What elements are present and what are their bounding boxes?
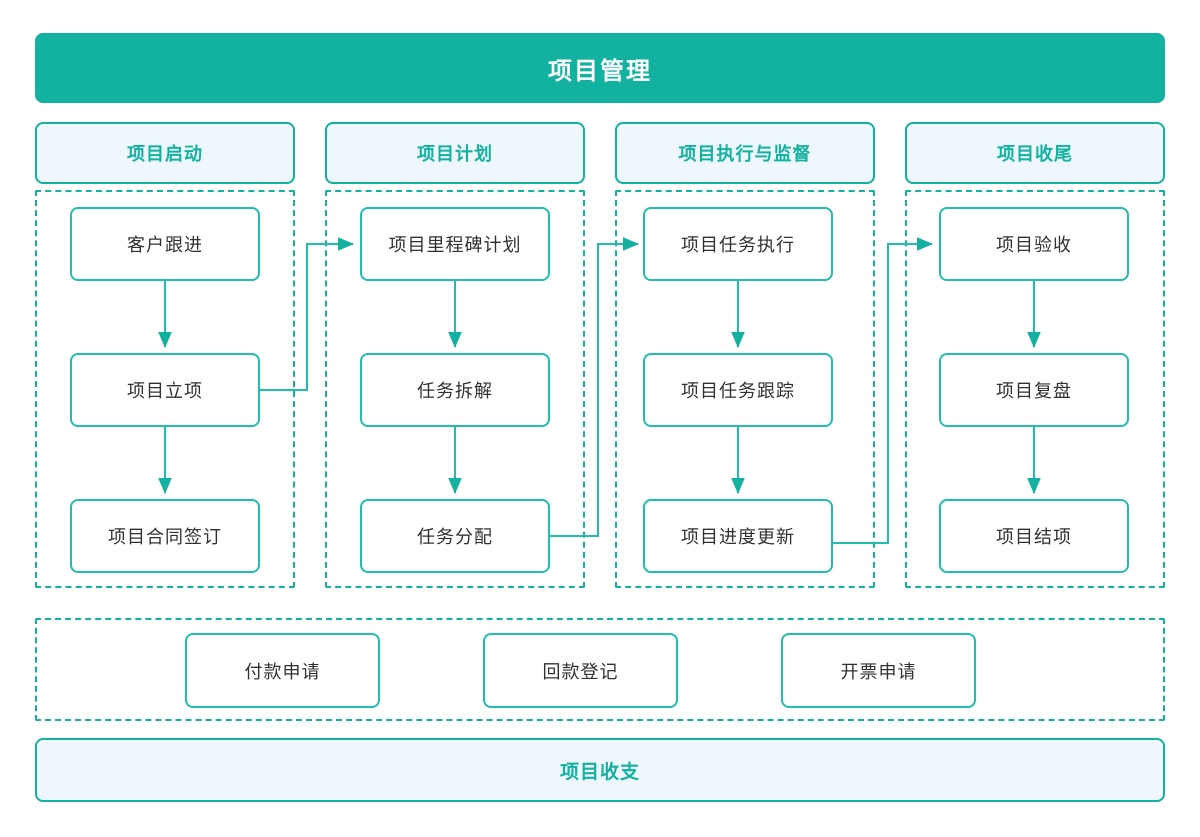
node-label: 任务拆解	[417, 381, 493, 401]
node-label: 开票申请	[840, 661, 917, 682]
payments-container	[35, 618, 1165, 721]
phase-header-closure[interactable]: 项目收尾	[905, 122, 1165, 184]
node-receipt-registration[interactable]: 回款登记	[483, 633, 678, 708]
phase-header-planning[interactable]: 项目计划	[325, 122, 585, 184]
node-label: 任务分配	[417, 527, 493, 547]
node-milestone-plan[interactable]: 项目里程碑计划	[360, 207, 550, 281]
node-task-assignment[interactable]: 任务分配	[360, 499, 550, 573]
phase-header-execution[interactable]: 项目执行与监督	[615, 122, 875, 184]
node-label: 项目立项	[127, 381, 203, 401]
phase-header-label: 项目收尾	[997, 144, 1073, 164]
phase-header-label: 项目启动	[127, 144, 203, 164]
node-label: 客户跟进	[127, 235, 203, 255]
project-finance-bar[interactable]: 项目收支	[35, 738, 1165, 802]
node-label: 项目任务跟踪	[681, 381, 795, 401]
node-label: 项目验收	[996, 235, 1072, 255]
node-label: 回款登记	[542, 661, 619, 682]
node-label: 项目里程碑计划	[388, 235, 522, 255]
node-label: 项目任务执行	[681, 235, 795, 255]
node-progress-update[interactable]: 项目进度更新	[643, 499, 833, 573]
node-label: 项目合同签订	[108, 527, 222, 547]
diagram-title: 项目管理	[548, 57, 652, 85]
node-customer-followup[interactable]: 客户跟进	[70, 207, 260, 281]
node-label: 项目复盘	[996, 381, 1072, 401]
node-invoice-request[interactable]: 开票申请	[781, 633, 976, 708]
node-project-closure[interactable]: 项目结项	[939, 499, 1129, 573]
node-label: 项目结项	[996, 527, 1072, 547]
diagram-title-banner: 项目管理	[35, 33, 1165, 103]
node-task-tracking[interactable]: 项目任务跟踪	[643, 353, 833, 427]
node-project-acceptance[interactable]: 项目验收	[939, 207, 1129, 281]
node-task-breakdown[interactable]: 任务拆解	[360, 353, 550, 427]
phase-header-label: 项目执行与监督	[678, 144, 812, 164]
node-contract-signing[interactable]: 项目合同签订	[70, 499, 260, 573]
node-label: 项目进度更新	[681, 527, 795, 547]
node-project-initiation[interactable]: 项目立项	[70, 353, 260, 427]
project-finance-label: 项目收支	[559, 761, 640, 783]
node-label: 付款申请	[244, 661, 321, 682]
node-project-review[interactable]: 项目复盘	[939, 353, 1129, 427]
node-task-execution[interactable]: 项目任务执行	[643, 207, 833, 281]
node-payment-request[interactable]: 付款申请	[185, 633, 380, 708]
phase-header-label: 项目计划	[417, 144, 493, 164]
phase-header-initiation[interactable]: 项目启动	[35, 122, 295, 184]
